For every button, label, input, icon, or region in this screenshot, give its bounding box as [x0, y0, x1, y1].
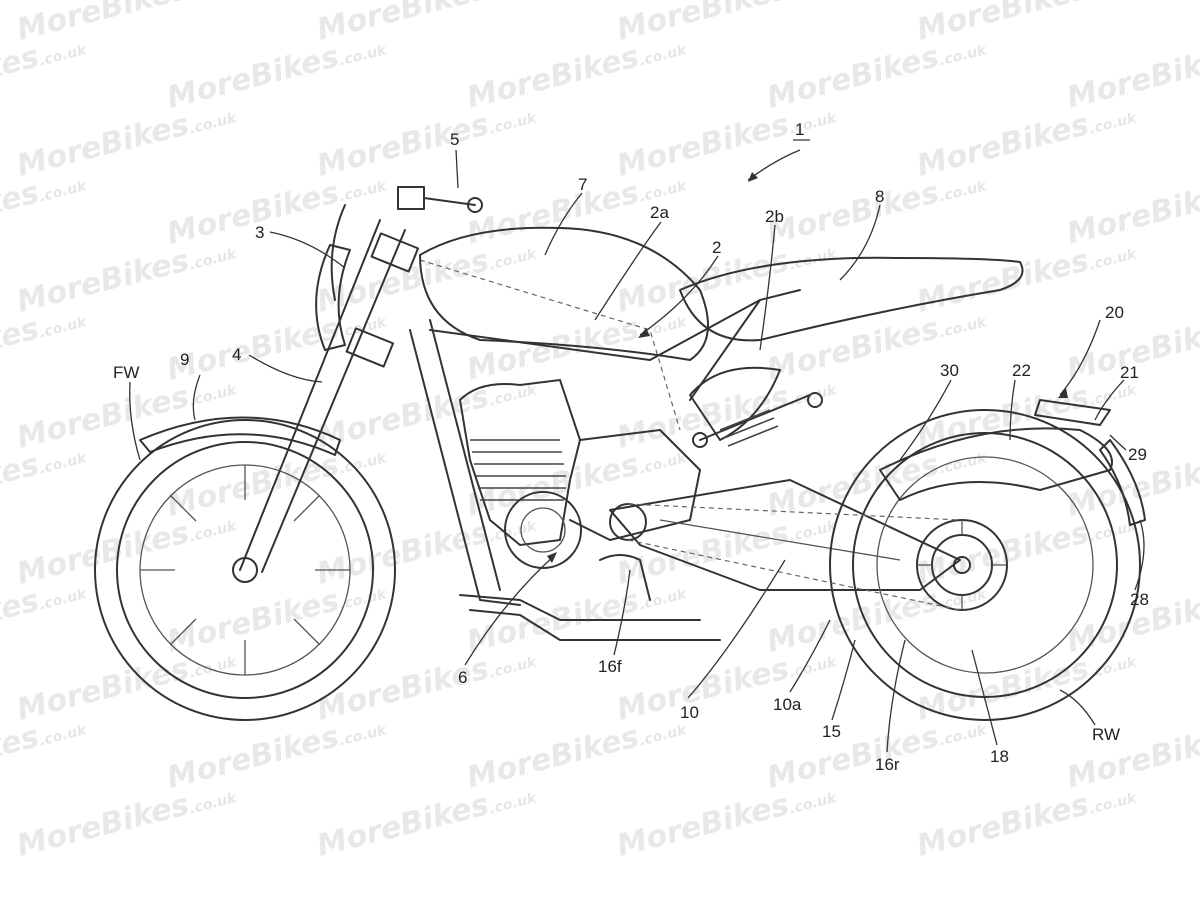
- drive-chain: [627, 503, 961, 611]
- label-9: 9: [180, 350, 189, 369]
- label-15: 15: [822, 722, 841, 741]
- label-22: 22: [1012, 361, 1031, 380]
- watermark-text: MoreBikes.co.uk: [313, 95, 540, 183]
- watermark-text: MoreBikes.co.uk: [313, 0, 540, 48]
- rear-shock: [692, 392, 823, 448]
- watermark-text: MoreBikes.co.uk: [763, 435, 990, 523]
- label-2a: 2a: [650, 203, 669, 222]
- watermark-text: MoreBikes.co.uk: [163, 163, 390, 251]
- watermark-text: MoreBikes.co.uk: [613, 775, 840, 863]
- label-8: 8: [875, 187, 884, 206]
- label-4: 4: [232, 345, 241, 364]
- watermark-layer: MoreBikes.co.ukMoreBikes.co.ukMoreBikes.…: [0, 0, 1200, 864]
- fuel-tank: [419, 226, 709, 361]
- label-20: 20: [1105, 303, 1124, 322]
- watermark-text: MoreBikes.co.uk: [1063, 27, 1200, 115]
- label-18: 18: [990, 747, 1009, 766]
- label-16r: 16r: [875, 755, 900, 774]
- label-16f: 16f: [598, 657, 622, 676]
- watermark-text: MoreBikes.co.uk: [313, 639, 540, 727]
- label-7: 7: [578, 175, 587, 194]
- watermark-text: MoreBikes.co.uk: [13, 503, 240, 591]
- label-2b: 2b: [765, 207, 784, 226]
- label-fw: FW: [113, 363, 139, 382]
- label-rw: RW: [1092, 725, 1120, 744]
- watermark-text: MoreBikes.co.uk: [13, 0, 240, 48]
- watermark-text: MoreBikes.co.uk: [913, 95, 1140, 183]
- watermark-text: MoreBikes.co.uk: [463, 27, 690, 115]
- watermark-text: MoreBikes.co.uk: [13, 231, 240, 319]
- watermark-text: MoreBikes.co.uk: [313, 367, 540, 455]
- watermark-text: MoreBikes.co.uk: [913, 0, 1140, 48]
- seat: [679, 256, 1024, 342]
- label-2: 2: [712, 238, 721, 257]
- watermark-text: MoreBikes.co.uk: [763, 571, 990, 659]
- front-fender: [139, 416, 341, 456]
- watermark-text: MoreBikes.co.uk: [613, 0, 840, 48]
- label-6: 6: [458, 668, 467, 687]
- watermark-text: MoreBikes.co.uk: [1063, 707, 1200, 795]
- watermark-text: MoreBikes.co.uk: [913, 775, 1140, 863]
- watermark-text: MoreBikes.co.uk: [913, 503, 1140, 591]
- label-10: 10: [680, 703, 699, 722]
- motorcycle-drawing: [94, 186, 1146, 721]
- watermark-text: MoreBikes.co.uk: [613, 367, 840, 455]
- watermark-text: MoreBikes.co.uk: [463, 707, 690, 795]
- watermark-text: MoreBikes.co.uk: [163, 27, 390, 115]
- headlight: [315, 244, 351, 351]
- watermark-text: MoreBikes.co.uk: [613, 639, 840, 727]
- rear-fender: [879, 399, 1146, 526]
- reference-labels: 1 5 7 2a 2b 8 2 3 4 9 FW 30 22 20 21 29 …: [113, 120, 1149, 774]
- watermark-text: MoreBikes.co.uk: [163, 707, 390, 795]
- label-21: 21: [1120, 363, 1139, 382]
- leader-lines: [129, 149, 1145, 753]
- label-5: 5: [450, 130, 459, 149]
- front-wheel: [94, 419, 396, 721]
- label-10a: 10a: [773, 695, 802, 714]
- watermark-text: MoreBikes.co.uk: [13, 95, 240, 183]
- watermark-text: MoreBikes.co.uk: [613, 231, 840, 319]
- label-29: 29: [1128, 445, 1147, 464]
- watermark-text: MoreBikes.co.uk: [763, 707, 990, 795]
- watermark-text: MoreBikes.co.uk: [13, 775, 240, 863]
- side-cover: [689, 366, 781, 441]
- label-1: 1: [795, 120, 804, 139]
- watermark-text: MoreBikes.co.uk: [313, 231, 540, 319]
- handlebar: [397, 186, 483, 213]
- label-30: 30: [940, 361, 959, 380]
- watermark-text: MoreBikes.co.uk: [763, 163, 990, 251]
- watermark-text: MoreBikes.co.uk: [463, 571, 690, 659]
- watermark-text: MoreBikes.co.uk: [163, 571, 390, 659]
- label-28: 28: [1130, 590, 1149, 609]
- front-fork: [239, 219, 420, 573]
- watermark-text: MoreBikes.co.uk: [313, 775, 540, 863]
- watermark-text: MoreBikes.co.uk: [463, 299, 690, 387]
- label-3: 3: [255, 223, 264, 242]
- watermark-text: MoreBikes.co.uk: [763, 27, 990, 115]
- exhaust: [599, 554, 651, 601]
- watermark-text: MoreBikes.co.uk: [1063, 163, 1200, 251]
- frame: [409, 259, 801, 641]
